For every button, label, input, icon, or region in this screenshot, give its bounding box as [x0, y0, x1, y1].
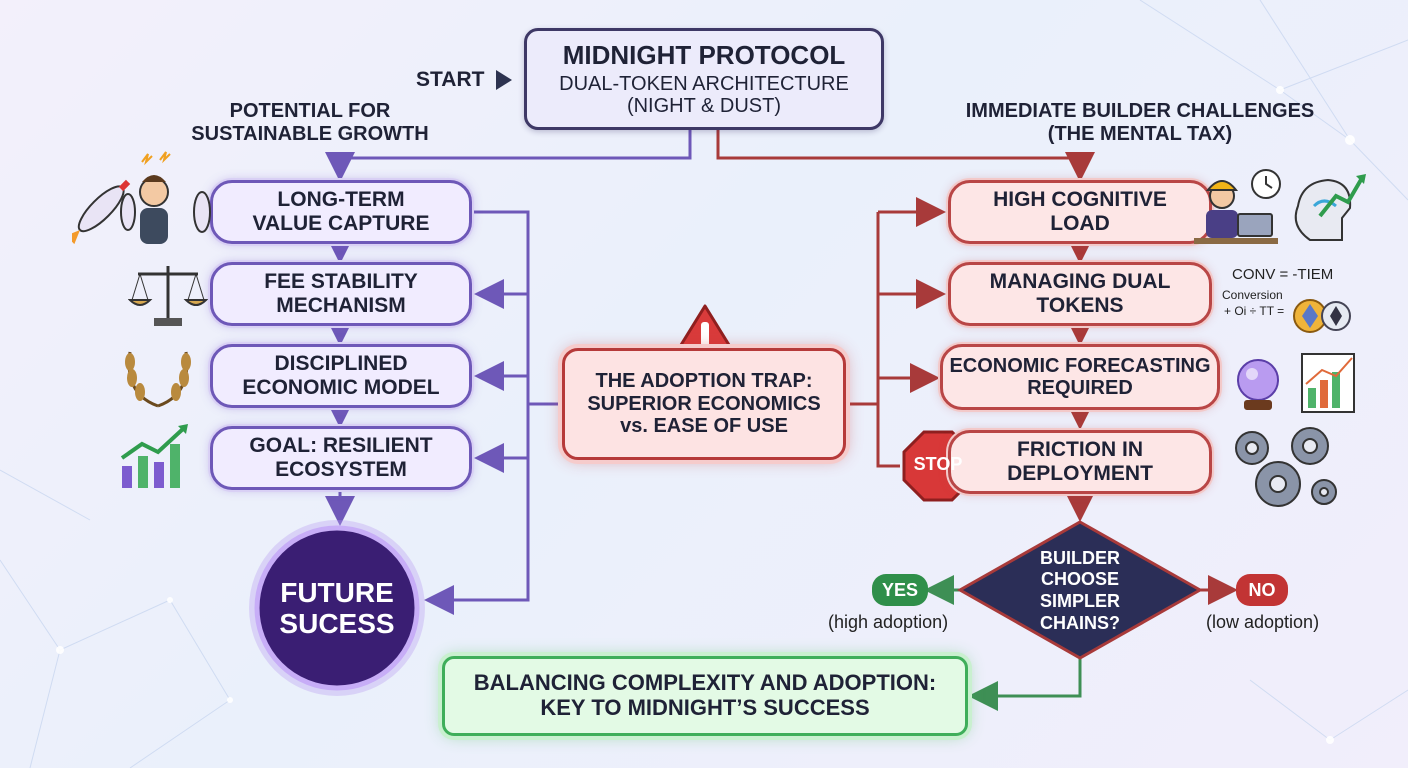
right-step-4-line-1: FRICTION IN: [1017, 438, 1143, 462]
start-arrow-icon: [496, 70, 512, 90]
right-step-1-line-2: LOAD: [1050, 212, 1110, 235]
left-step-4: GOAL: RESILIENT ECOSYSTEM: [210, 426, 472, 490]
conclusion-line-1: BALANCING COMPLEXITY AND ADOPTION:: [473, 670, 937, 696]
future-success-label: FUTURE SUCESS: [257, 570, 417, 646]
left-heading-line-1: POTENTIAL FOR: [229, 100, 391, 122]
left-heading-line-2: SUSTAINABLE GROWTH: [191, 123, 429, 145]
decision-line-2: CHOOSE SIMPLER: [1039, 569, 1120, 611]
title-line-1: MIDNIGHT PROTOCOL: [562, 39, 846, 70]
formula-line-2: Conversion: [1222, 288, 1283, 302]
rocket-builder-icon: [72, 151, 211, 245]
right-step-3-line-1: ECONOMIC FORECASTING: [949, 354, 1211, 377]
left-step-3: DISCIPLINED ECONOMIC MODEL: [210, 344, 472, 408]
right-step-2-line-2: TOKENS: [1036, 294, 1124, 317]
left-step-2-line-2: MECHANISM: [276, 294, 406, 317]
laurel-wreath-icon: [125, 351, 191, 408]
yes-badge: YES: [872, 574, 928, 606]
right-heading: IMMEDIATE BUILDER CHALLENGES (THE MENTAL…: [930, 100, 1350, 146]
decision-line-1: BUILDER: [1040, 547, 1120, 568]
conclusion-box: BALANCING COMPLEXITY AND ADOPTION: KEY T…: [442, 656, 968, 736]
future-success-circle: [249, 520, 425, 696]
trap-line-1: THE ADOPTION TRAP:: [595, 370, 813, 393]
title-line-3: (NIGHT & DUST): [626, 95, 782, 118]
left-step-4-line-1: GOAL: RESILIENT: [249, 434, 433, 458]
yes-subtext: (high adoption): [828, 612, 949, 632]
left-step-1-line-1: LONG-TERM: [277, 188, 405, 212]
top-to-left-connector: [325, 130, 692, 182]
left-step-1: LONG-TERM VALUE CAPTURE: [210, 180, 472, 244]
right-heading-line-1: IMMEDIATE BUILDER CHALLENGES: [965, 100, 1315, 122]
left-step-2: FEE STABILITY MECHANISM: [210, 262, 472, 326]
left-step-2-line-1: FEE STABILITY: [264, 270, 418, 294]
left-step-3-line-1: DISCIPLINED: [274, 352, 408, 376]
crystal-ball-chart-icon: [1237, 353, 1355, 413]
formula-line-3: + Oi ÷ TT =: [1224, 304, 1285, 318]
right-step-3-line-2: REQUIRED: [1027, 377, 1133, 399]
future-success-line-2: SUCESS: [279, 608, 395, 639]
gears-icon: [1235, 427, 1337, 507]
start-label: START: [416, 68, 485, 91]
left-step-4-line-2: ECOSYSTEM: [275, 458, 407, 481]
decision-diamond: [956, 520, 1204, 660]
no-subtext: (low adoption): [1206, 612, 1320, 632]
trap-line-2: SUPERIOR ECONOMICS: [587, 392, 821, 415]
title-line-2: DUAL-TOKEN ARCHITECTURE: [559, 72, 849, 95]
left-step-3-line-2: ECONOMIC MODEL: [242, 376, 440, 399]
trap-line-3: vs. EASE OF USE: [620, 415, 788, 438]
scales-icon: [128, 266, 208, 326]
right-step-4: FRICTION IN DEPLOYMENT: [948, 430, 1212, 494]
right-step-4-line-2: DEPLOYMENT: [1007, 462, 1153, 485]
left-step-1-line-2: VALUE CAPTURE: [252, 212, 430, 235]
growth-chart-icon: [120, 424, 188, 488]
adoption-trap-box: THE ADOPTION TRAP: SUPERIOR ECONOMICS vs…: [562, 348, 846, 460]
decision-question: BUILDER CHOOSE SIMPLER CHAINS?: [1000, 548, 1160, 633]
decision-line-3: CHAINS?: [1040, 612, 1120, 633]
stop-sign-label: STOP: [913, 454, 963, 474]
right-step-1: HIGH COGNITIVE LOAD: [948, 180, 1212, 244]
left-heading: POTENTIAL FOR SUSTAINABLE GROWTH: [150, 100, 470, 146]
formula-line-1: CONV = -TIEM: [1232, 266, 1334, 283]
right-step-3: ECONOMIC FORECASTING REQUIRED: [940, 344, 1220, 410]
right-heading-line-2: (THE MENTAL TAX): [1047, 123, 1233, 145]
right-step-1-line-1: HIGH COGNITIVE: [993, 188, 1167, 212]
future-success-line-1: FUTURE: [280, 576, 394, 608]
crypto-coins-icon: [1293, 299, 1351, 333]
conclusion-line-2: KEY TO MIDNIGHT’S SUCCESS: [540, 695, 870, 720]
no-badge: NO: [1236, 574, 1288, 606]
stressed-developer-icon: [1194, 169, 1366, 244]
top-to-right-connector: [716, 130, 1095, 182]
right-step-2-line-1: MANAGING DUAL: [989, 270, 1171, 294]
right-step-2: MANAGING DUAL TOKENS: [948, 262, 1212, 326]
main-title-box: MIDNIGHT PROTOCOL DUAL-TOKEN ARCHITECTUR…: [524, 28, 884, 130]
